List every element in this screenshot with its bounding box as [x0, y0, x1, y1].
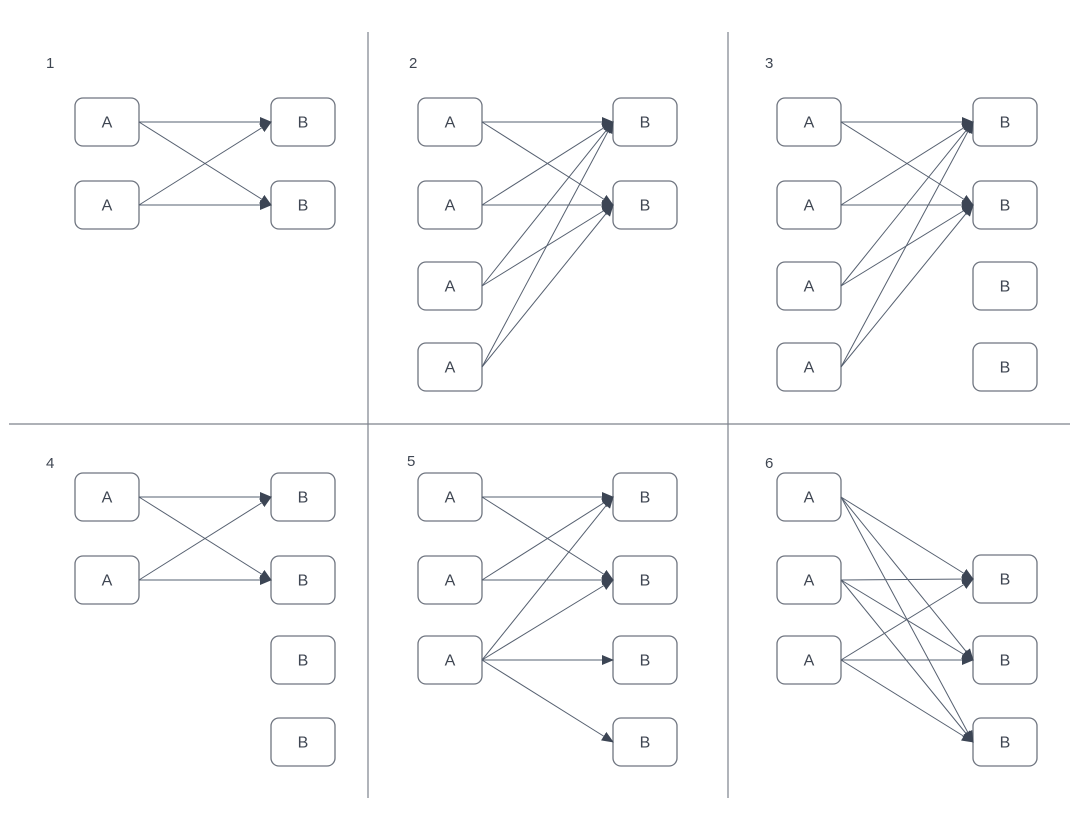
target-node-box [270, 717, 336, 767]
mapping-arrow [840, 574, 974, 585]
source-node-label: A [804, 490, 815, 507]
mapping-arrow [481, 121, 614, 206]
target-node-label: B [298, 115, 309, 132]
target-node-label: B [1000, 572, 1011, 589]
mapping-arrow [840, 659, 974, 743]
target-node-label: B [640, 653, 651, 670]
mapping-arrow [481, 496, 614, 661]
mapping-arrow [481, 204, 614, 368]
mapping-arrow [138, 496, 272, 581]
target-node-label: B [1000, 198, 1011, 215]
source-node-label: A [804, 653, 815, 670]
source-node-label: A [804, 360, 815, 377]
target-node-label: B [640, 198, 651, 215]
panel-number-label: 6 [765, 455, 773, 472]
target-node-label: B [640, 573, 651, 590]
target-node-box [270, 635, 336, 685]
source-node-label: A [445, 115, 456, 132]
panel-5: 5A A A B B B B [407, 453, 678, 767]
panel-number-label: 5 [407, 453, 415, 470]
source-node-label: A [445, 653, 456, 670]
panel-number-label: 3 [765, 55, 773, 72]
source-node-label: A [102, 573, 113, 590]
mapping-arrow [840, 121, 974, 287]
source-node-label: A [102, 198, 113, 215]
mapping-arrow [840, 121, 974, 206]
target-node-label: B [298, 735, 309, 752]
panel-1: 1A A B B [46, 55, 336, 230]
source-node-label: A [804, 115, 815, 132]
source-node-label: A [445, 279, 456, 296]
mapping-arrow [840, 578, 974, 661]
mapping-arrow [481, 121, 614, 368]
mapping-arrow [138, 121, 272, 206]
target-node-label: B [298, 573, 309, 590]
source-node-label: A [445, 573, 456, 590]
mapping-arrow [481, 659, 614, 743]
mapping-arrow [481, 496, 614, 581]
panel-number-label: 2 [409, 55, 417, 72]
panel-2: 2A A A A B B [409, 55, 678, 392]
target-node-box [972, 342, 1038, 392]
mapping-arrow [840, 121, 974, 368]
target-node-box [972, 261, 1038, 311]
target-node-label: B [298, 653, 309, 670]
target-node-label: B [640, 735, 651, 752]
source-node-label: A [445, 360, 456, 377]
source-node-label: A [445, 198, 456, 215]
source-node-label: A [804, 279, 815, 296]
mapping-arrow [840, 496, 974, 661]
target-node-label: B [1000, 279, 1011, 296]
panel-6: 6A A A B B B [765, 455, 1038, 767]
panel-number-label: 4 [46, 455, 54, 472]
mapping-arrow [840, 496, 974, 580]
mapping-arrow [840, 204, 974, 368]
source-node-label: A [102, 490, 113, 507]
source-node-label: A [804, 573, 815, 590]
panel-number-label: 1 [46, 55, 54, 72]
target-node-label: B [1000, 115, 1011, 132]
target-node-label: B [298, 490, 309, 507]
source-node-label: A [804, 198, 815, 215]
target-node-label: B [640, 115, 651, 132]
target-node-label: B [1000, 653, 1011, 670]
mapping-arrow [481, 121, 614, 287]
mapping-arrow [840, 579, 974, 743]
panel-3: 3A A A A B B B B [765, 55, 1038, 392]
panel-4: 4A A B B B B [46, 455, 336, 767]
source-node-label: A [102, 115, 113, 132]
target-node-label: B [1000, 735, 1011, 752]
mapping-arrow [481, 579, 614, 661]
target-node-label: B [298, 198, 309, 215]
target-node-label: B [1000, 360, 1011, 377]
source-node-label: A [445, 490, 456, 507]
target-node-label: B [640, 490, 651, 507]
